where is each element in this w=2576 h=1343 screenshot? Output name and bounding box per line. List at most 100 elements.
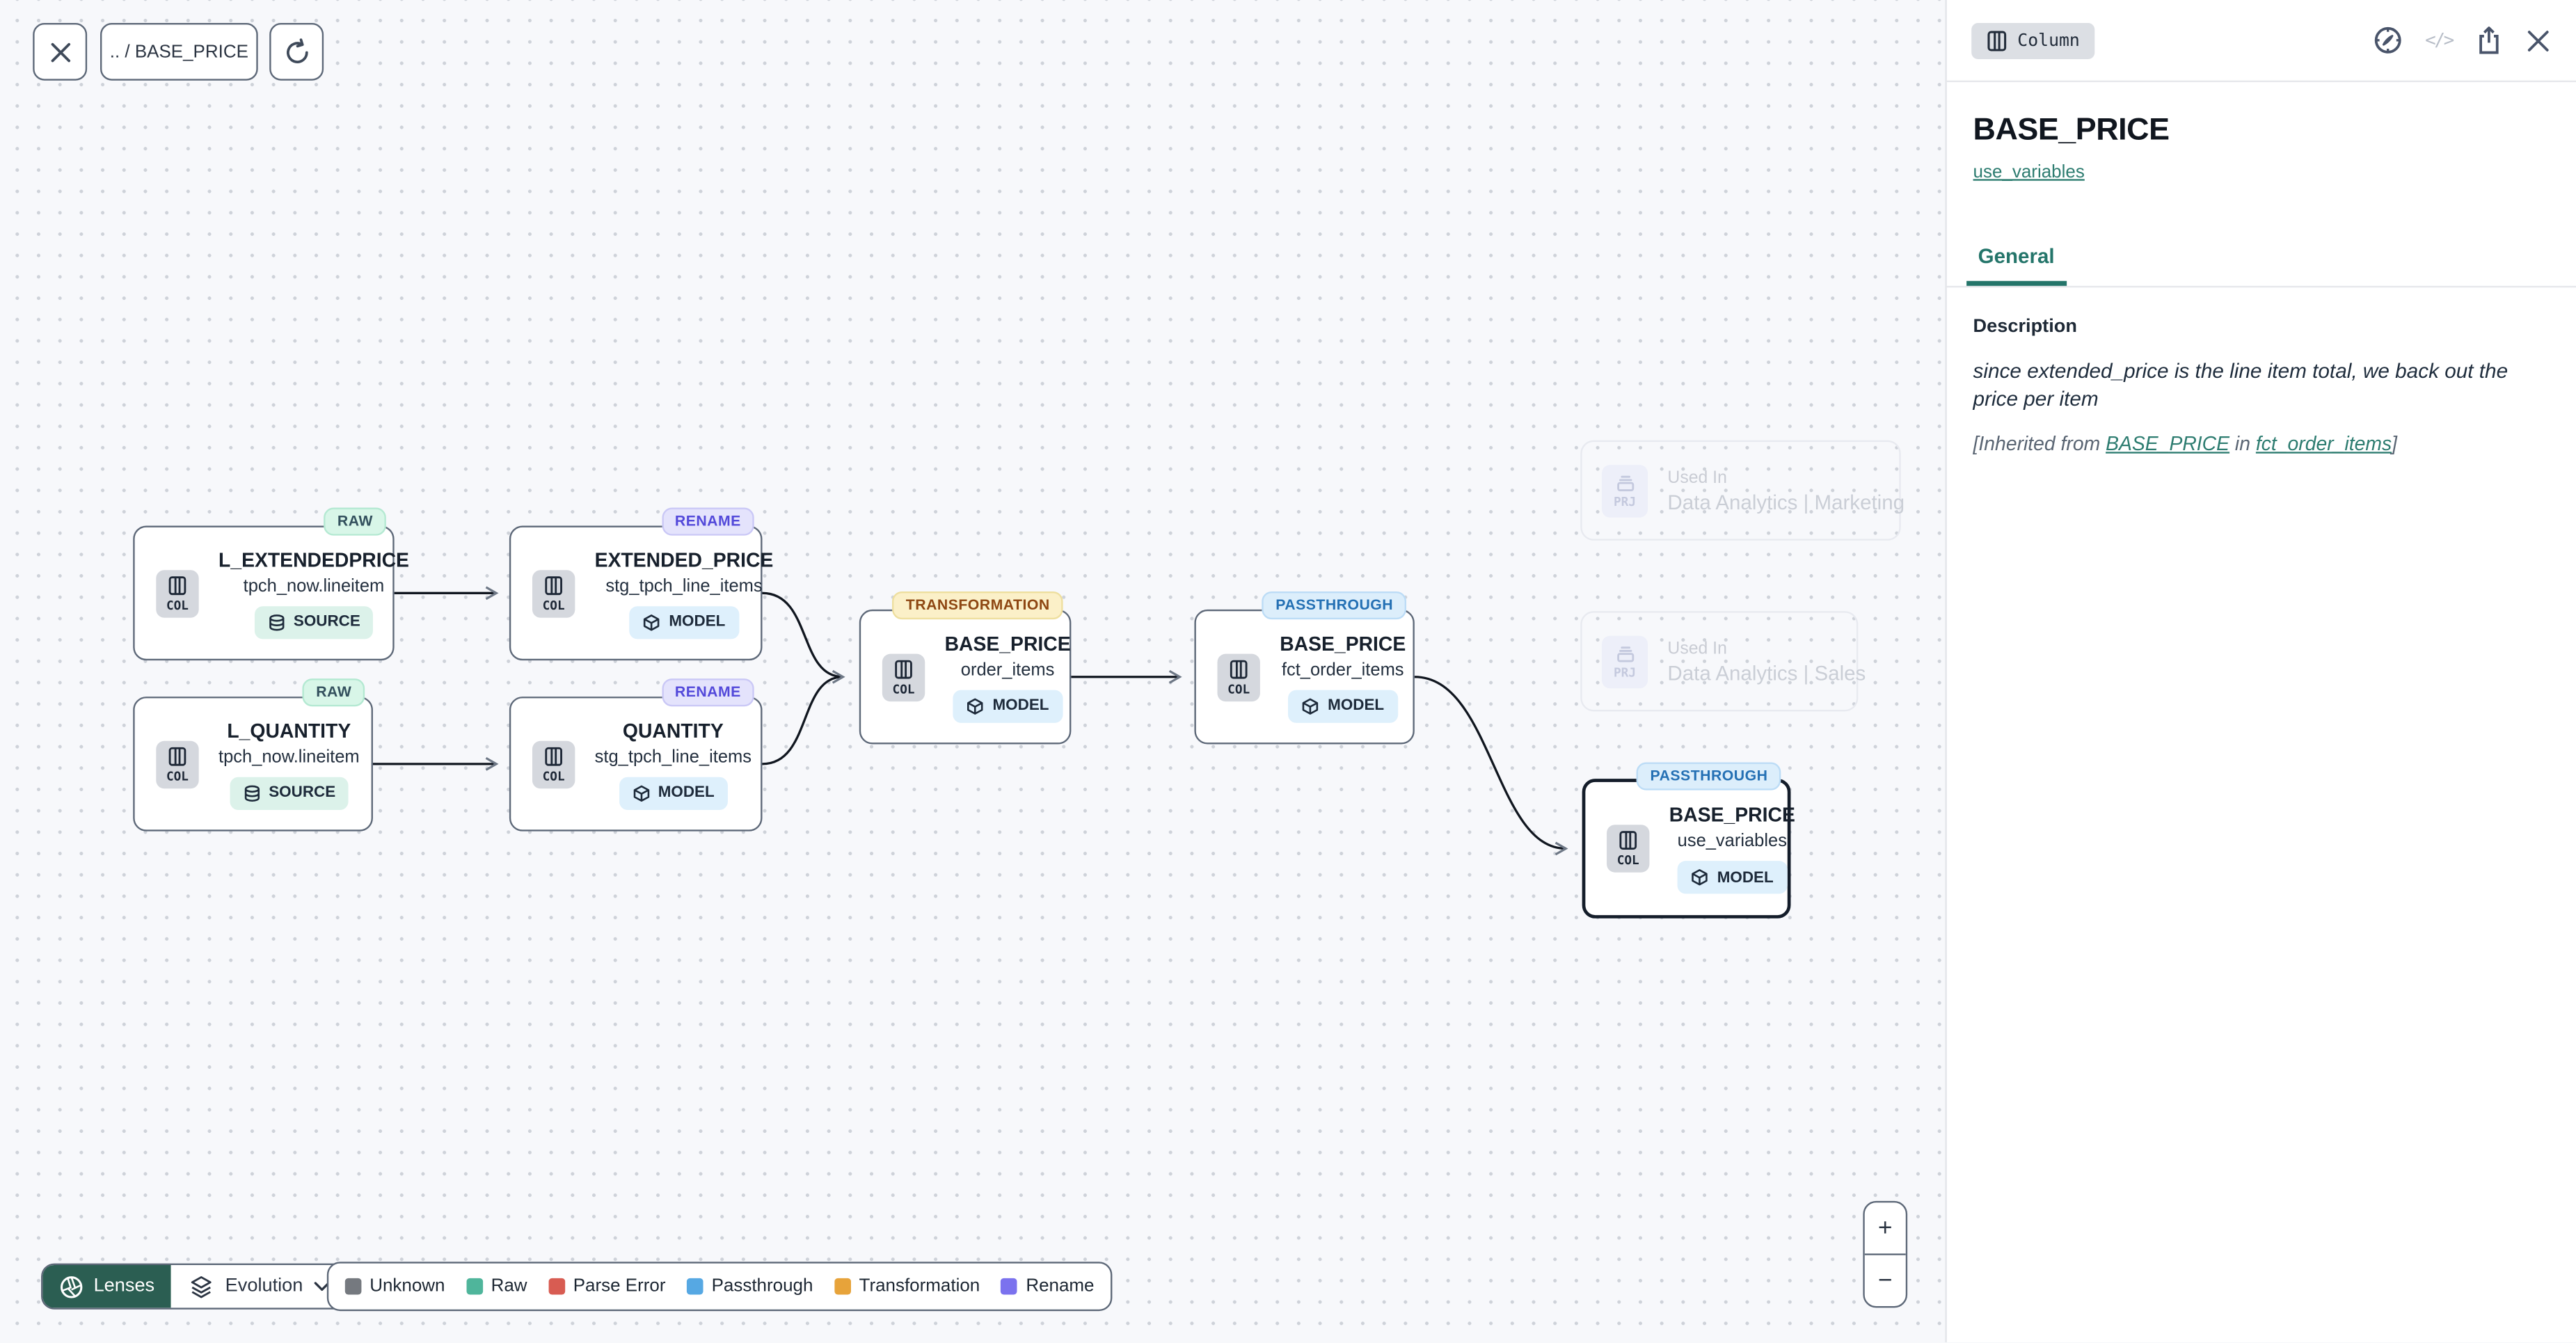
node-base-price-use-variables[interactable]: PASSTHROUGH COL BASE_PRICE use_variables [1582,761,1795,919]
edge [762,591,843,678]
node-title: EXTENDED_PRICE [594,548,774,571]
node-subtitle: order_items [960,659,1055,680]
columns-icon [1987,30,2007,51]
entity-type-label: Column [2017,30,2080,51]
legend-swatch [834,1278,851,1295]
ghost-node-marketing[interactable]: PRJ Used In Data Analytics | Marketing [1580,440,1905,541]
source-badge: SOURCE [229,776,349,809]
kind-label: MODEL [992,697,1049,715]
model-badge: MODEL [1288,689,1398,722]
column-type-label: COL [166,768,189,784]
column-type-label: COL [892,681,915,696]
status-badge: RENAME [662,677,754,706]
close-icon [50,42,70,62]
column-type-box: COL [1607,825,1650,873]
ghost-node-title: Data Analytics | Marketing [1667,490,1905,514]
kind-label: MODEL [669,612,726,631]
ghost-node-title: Data Analytics | Sales [1667,661,1866,685]
description-heading: Description [1973,317,2077,337]
share-icon [2479,26,2499,54]
details-panel: Column </> [1945,0,2576,1343]
node-title: BASE_PRICE [1280,631,1406,655]
lenses-button[interactable]: Lenses [42,1264,171,1308]
panel-tabs: General [1946,235,2576,288]
database-icon [269,613,284,630]
columns-icon [168,575,186,594]
kind-label: SOURCE [293,612,360,631]
column-type-box: COL [1217,653,1260,701]
node-subtitle: stg_tpch_line_items [605,575,763,596]
legend-swatch [548,1278,565,1295]
project-type-box: PRJ [1601,635,1648,688]
inherited-note: [Inherited from BASE_PRICE in fct_order_… [1973,431,2398,454]
legend-item-passthrough: Passthrough [687,1276,813,1296]
model-badge: MODEL [619,776,728,809]
column-type-label: COL [542,768,565,784]
lens-select-evolution[interactable]: Evolution [171,1265,349,1308]
columns-icon [1230,659,1248,678]
zoom-controls: + − [1863,1200,1908,1308]
legend-swatch [344,1278,362,1295]
kind-label: MODEL [1328,697,1385,715]
model-link[interactable]: use_variables [1973,162,2085,183]
explore-button[interactable] [2373,24,2404,56]
status-badge: RAW [324,507,386,535]
refresh-icon [285,38,308,63]
entity-type-badge: Column [1971,22,2095,58]
node-extended-price[interactable]: RENAME COL EXTENDED_PRICE stg_tpch_line_… [509,507,773,661]
zoom-in-button[interactable]: + [1877,1214,1893,1242]
columns-icon [1619,831,1637,850]
column-type-label: COL [1616,852,1639,868]
node-l-quantity[interactable]: RAW COL L_QUANTITY tpch_now.lineitem [133,677,373,832]
close-icon [2527,29,2549,51]
project-type-label: PRJ [1614,494,1637,509]
share-button[interactable] [2474,24,2504,56]
node-base-price-fct-order-items[interactable]: PASSTHROUGH COL BASE_PRICE fct_order_ite… [1194,590,1415,745]
model-badge: MODEL [1678,861,1787,894]
model-badge: MODEL [953,689,1063,722]
node-quantity[interactable]: RENAME COL QUANTITY stg_tpch_line_items [509,677,763,832]
ghost-node-sales[interactable]: PRJ Used In Data Analytics | Sales [1580,611,1866,712]
inherited-model-link[interactable]: fct_order_items [2255,431,2392,454]
node-base-price-order-items[interactable]: TRANSFORMATION COL BASE_PRICE order_item… [859,590,1072,745]
refresh-button[interactable] [269,23,324,81]
edge [762,669,845,765]
panel-body: BASE_PRICE use_variables General Descrip… [1946,113,2576,454]
node-l-extendedprice[interactable]: RAW COL L_EXTENDEDPRICE tpch_now.lineite… [133,507,409,661]
columns-icon [545,746,562,765]
zoom-out-button[interactable]: − [1864,1253,1906,1306]
panel-actions: </> [2373,24,2552,56]
status-badge: PASSTHROUGH [1262,590,1407,619]
breadcrumb-label: .. / BASE_PRICE [109,42,248,62]
node-subtitle: tpch_now.lineitem [218,747,360,767]
lineage-canvas[interactable]: .. / BASE_PRICE PRJ Used In Data Analyti… [0,0,1946,1343]
status-badge: TRANSFORMATION [892,590,1063,619]
legend-item-rename: Rename [1001,1276,1094,1296]
legend-swatch [1001,1278,1018,1295]
code-button[interactable]: </> [2425,29,2454,51]
legend-item-transformation: Transformation [834,1276,980,1296]
used-in-label: Used In [1667,467,1727,488]
project-type-box: PRJ [1601,463,1648,517]
node-subtitle: use_variables [1677,831,1787,851]
node-subtitle: stg_tpch_line_items [594,747,752,767]
close-panel-button[interactable] [2525,27,2552,54]
close-lineage-button[interactable] [33,23,88,81]
columns-icon [895,659,912,678]
node-title: L_EXTENDEDPRICE [218,548,409,571]
breadcrumb[interactable]: .. / BASE_PRICE [100,23,258,81]
tab-general[interactable]: General [1966,235,2067,286]
node-title: QUANTITY [622,718,724,742]
cube-icon [644,613,660,630]
inherited-column-link[interactable]: BASE_PRICE [2106,431,2230,454]
kind-label: MODEL [658,784,715,802]
column-type-label: COL [1227,681,1250,696]
node-title: BASE_PRICE [1669,803,1795,827]
model-badge: MODEL [629,605,739,639]
cube-icon [1692,869,1708,886]
layers-icon [191,1275,212,1298]
column-type-box: COL [532,740,575,788]
node-title: BASE_PRICE [944,631,1071,655]
legend-item-unknown: Unknown [344,1276,445,1296]
column-type-box: COL [156,569,199,617]
